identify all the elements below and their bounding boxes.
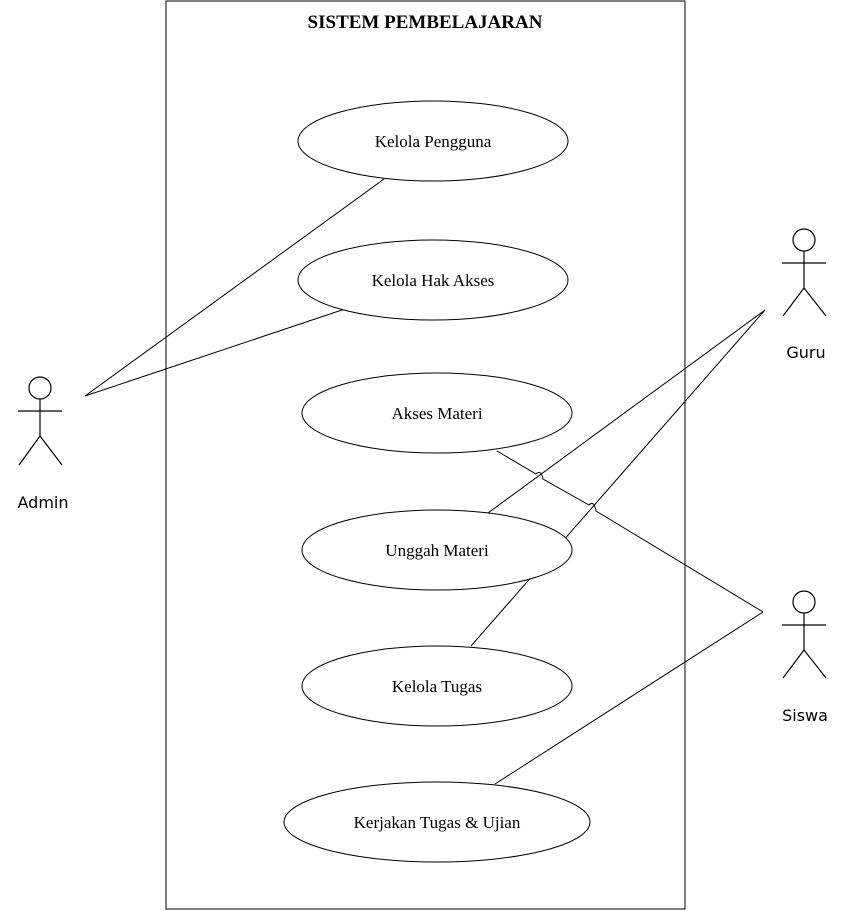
use-case-kelola-pengguna: Kelola Pengguna [297,100,569,182]
actor-figure-icon [18,376,63,466]
actor-label: Siswa [782,706,828,725]
use-case-kelola-tugas: Kelola Tugas [301,645,573,727]
use-case-label: Kelola Tugas [392,677,482,696]
use-case-label: Kerjakan Tugas & Ujian [354,813,521,832]
system-title: SISTEM PEMBELAJARAN [308,12,543,33]
use-case-label: Kelola Pengguna [375,132,492,151]
actor-label: Admin [18,493,69,512]
association-guru-kelola-tugas [470,309,766,647]
use-case-kelola-hak-akses: Kelola Hak Akses [297,239,569,321]
actor-admin: Admin [18,376,69,512]
association-admin-kelola-pengguna [84,178,385,397]
association-guru-unggah-materi [487,309,766,514]
association-admin-kelola-hak-akses [84,308,346,397]
associations [84,178,766,785]
actor-guru: Guru [782,228,827,362]
actor-figure-icon [782,228,827,317]
association-siswa-kerjakan-tugas-ujian [494,611,764,785]
actor-label: Guru [786,343,825,362]
use-case-label: Akses Materi [391,404,482,423]
use-case-akses-materi: Akses Materi [301,372,573,454]
use-case-kerjakan-tugas-ujian: Kerjakan Tugas & Ujian [283,781,591,863]
actor-siswa: Siswa [782,590,828,725]
actor-figure-icon [782,590,827,679]
use-case-label: Unggah Materi [385,541,489,560]
use-case-unggah-materi: Unggah Materi [301,509,573,591]
use-case-label: Kelola Hak Akses [372,271,495,290]
association-siswa-akses-materi [496,450,764,613]
